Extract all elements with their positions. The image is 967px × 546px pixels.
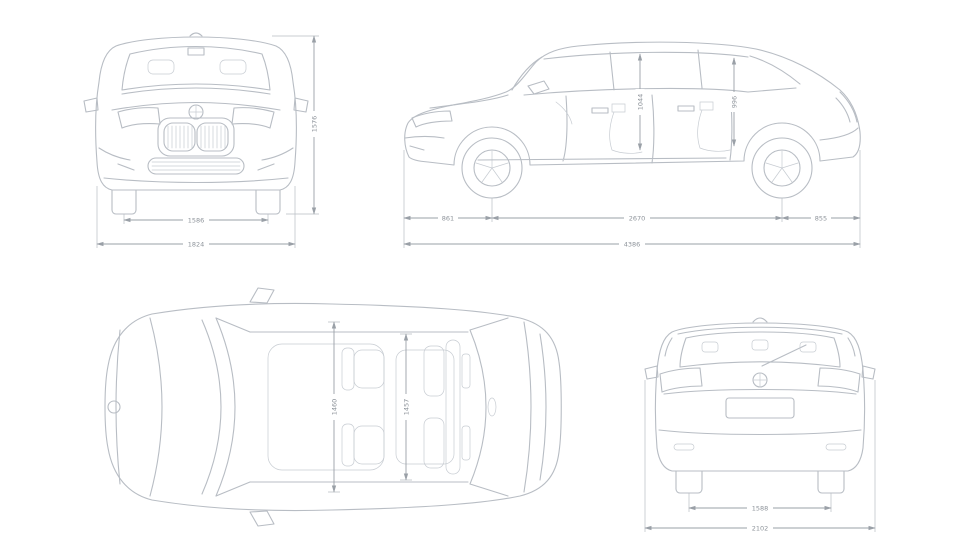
- svg-text:4386: 4386: [624, 241, 641, 249]
- rear-dim-track: 1588: [688, 493, 832, 513]
- svg-text:1457: 1457: [403, 399, 411, 416]
- top-rear-headrest-right: [461, 425, 471, 461]
- front-dim-width: 1824: [96, 186, 296, 249]
- front-intake-hatch: [151, 161, 241, 171]
- side-dim-rear-headroom: 996: [729, 57, 739, 147]
- side-interior-seats: [555, 101, 731, 154]
- top-front-seat-right-back: [341, 423, 355, 467]
- svg-text:1586: 1586: [188, 217, 205, 225]
- rear-interior-label: 1457: [401, 394, 411, 420]
- rear-license-plate: [725, 397, 795, 419]
- width-extension-lines: [96, 186, 296, 248]
- length-extension-lines: [403, 150, 861, 248]
- rear-car-drawing: [644, 317, 876, 494]
- svg-text:1460: 1460: [331, 399, 339, 416]
- front-wheels: [111, 189, 281, 215]
- side-dim-front-headroom: 1044: [635, 53, 645, 151]
- height-dim-label: 1576: [309, 111, 319, 137]
- svg-text:2670: 2670: [629, 215, 646, 223]
- rear-headroom-label: 996: [729, 92, 739, 112]
- front-headrest-left: [147, 59, 175, 75]
- side-details: [404, 49, 859, 164]
- side-front-rim: [473, 149, 511, 187]
- front-dim-height: 1576: [272, 35, 319, 215]
- rear-body-outline: [654, 322, 866, 472]
- top-dim-rear-interior: 1457: [400, 333, 412, 481]
- track-dim-label: 1586: [183, 215, 209, 225]
- top-rear-cushion-left: [423, 345, 445, 397]
- side-dim-lengths: 861 2670 855 4386: [403, 150, 861, 249]
- front-grille-hatch: [167, 125, 226, 149]
- svg-text:2102: 2102: [752, 525, 769, 533]
- width-dim-label: 1824: [183, 239, 209, 249]
- front-kidney-left: [163, 122, 196, 152]
- side-rear-spokes: [765, 150, 799, 183]
- top-details: [115, 287, 547, 527]
- rear-view: 1588 2102: [644, 317, 876, 533]
- side-rear-rim: [763, 149, 801, 187]
- side-car-drawing: [404, 41, 861, 199]
- svg-text:855: 855: [815, 215, 827, 223]
- top-sunroof-front: [267, 343, 385, 471]
- front-headroom-label: 1044: [635, 89, 645, 115]
- top-front-seat-left-back: [341, 347, 355, 391]
- front-kidney-right: [196, 122, 229, 152]
- side-front-spokes: [475, 150, 509, 183]
- svg-text:1588: 1588: [752, 505, 769, 513]
- front-roundel-cross: [188, 104, 204, 120]
- rear-roundel-cross: [752, 372, 768, 388]
- rear-headrest-left: [701, 341, 719, 353]
- front-lower-intake: [147, 157, 245, 175]
- side-view: 1044 996 861 2670 85: [403, 41, 861, 249]
- rear-track-label: 1588: [747, 503, 773, 513]
- front-headrest-right: [219, 59, 247, 75]
- length-label: 4386: [619, 239, 645, 249]
- front-car-drawing: [83, 32, 309, 215]
- rear-reflector-right: [825, 443, 847, 451]
- rear-details: [644, 317, 876, 436]
- svg-text:996: 996: [731, 96, 739, 108]
- top-rear-bench-back: [445, 339, 461, 475]
- top-rear-headrest-left: [461, 353, 471, 389]
- rear-width-extension-lines: [644, 380, 876, 532]
- rear-headrest-right: [799, 341, 817, 353]
- front-view: 1576 1586 1824: [83, 32, 319, 249]
- rear-overhang-label: 855: [811, 213, 831, 223]
- top-front-seat-right-cushion: [353, 425, 385, 465]
- top-bmw-roundel-icon: [107, 400, 121, 414]
- top-dim-front-interior: 1460: [328, 321, 340, 493]
- svg-text:861: 861: [442, 215, 454, 223]
- top-antenna-fin: [487, 397, 497, 417]
- rear-headrest-center: [751, 339, 769, 351]
- top-view: 1460 1457: [104, 287, 562, 527]
- svg-text:1576: 1576: [311, 116, 319, 133]
- side-body-outline: [404, 41, 861, 166]
- wheelbase-label: 2670: [624, 213, 650, 223]
- rear-width-label: 2102: [747, 523, 773, 533]
- svg-text:1824: 1824: [188, 241, 205, 249]
- front-dim-track: 1586: [123, 214, 269, 225]
- front-overhang-label: 861: [438, 213, 458, 223]
- top-body-outline: [104, 302, 562, 512]
- top-car-drawing: [104, 287, 562, 527]
- rear-dim-width: 2102: [644, 380, 876, 533]
- top-rear-cushion-right: [423, 417, 445, 469]
- top-front-seat-left-cushion: [353, 349, 385, 389]
- rear-wheels: [675, 470, 845, 494]
- rear-reflector-left: [673, 443, 695, 451]
- front-interior-label: 1460: [329, 394, 339, 420]
- svg-text:1044: 1044: [637, 94, 645, 111]
